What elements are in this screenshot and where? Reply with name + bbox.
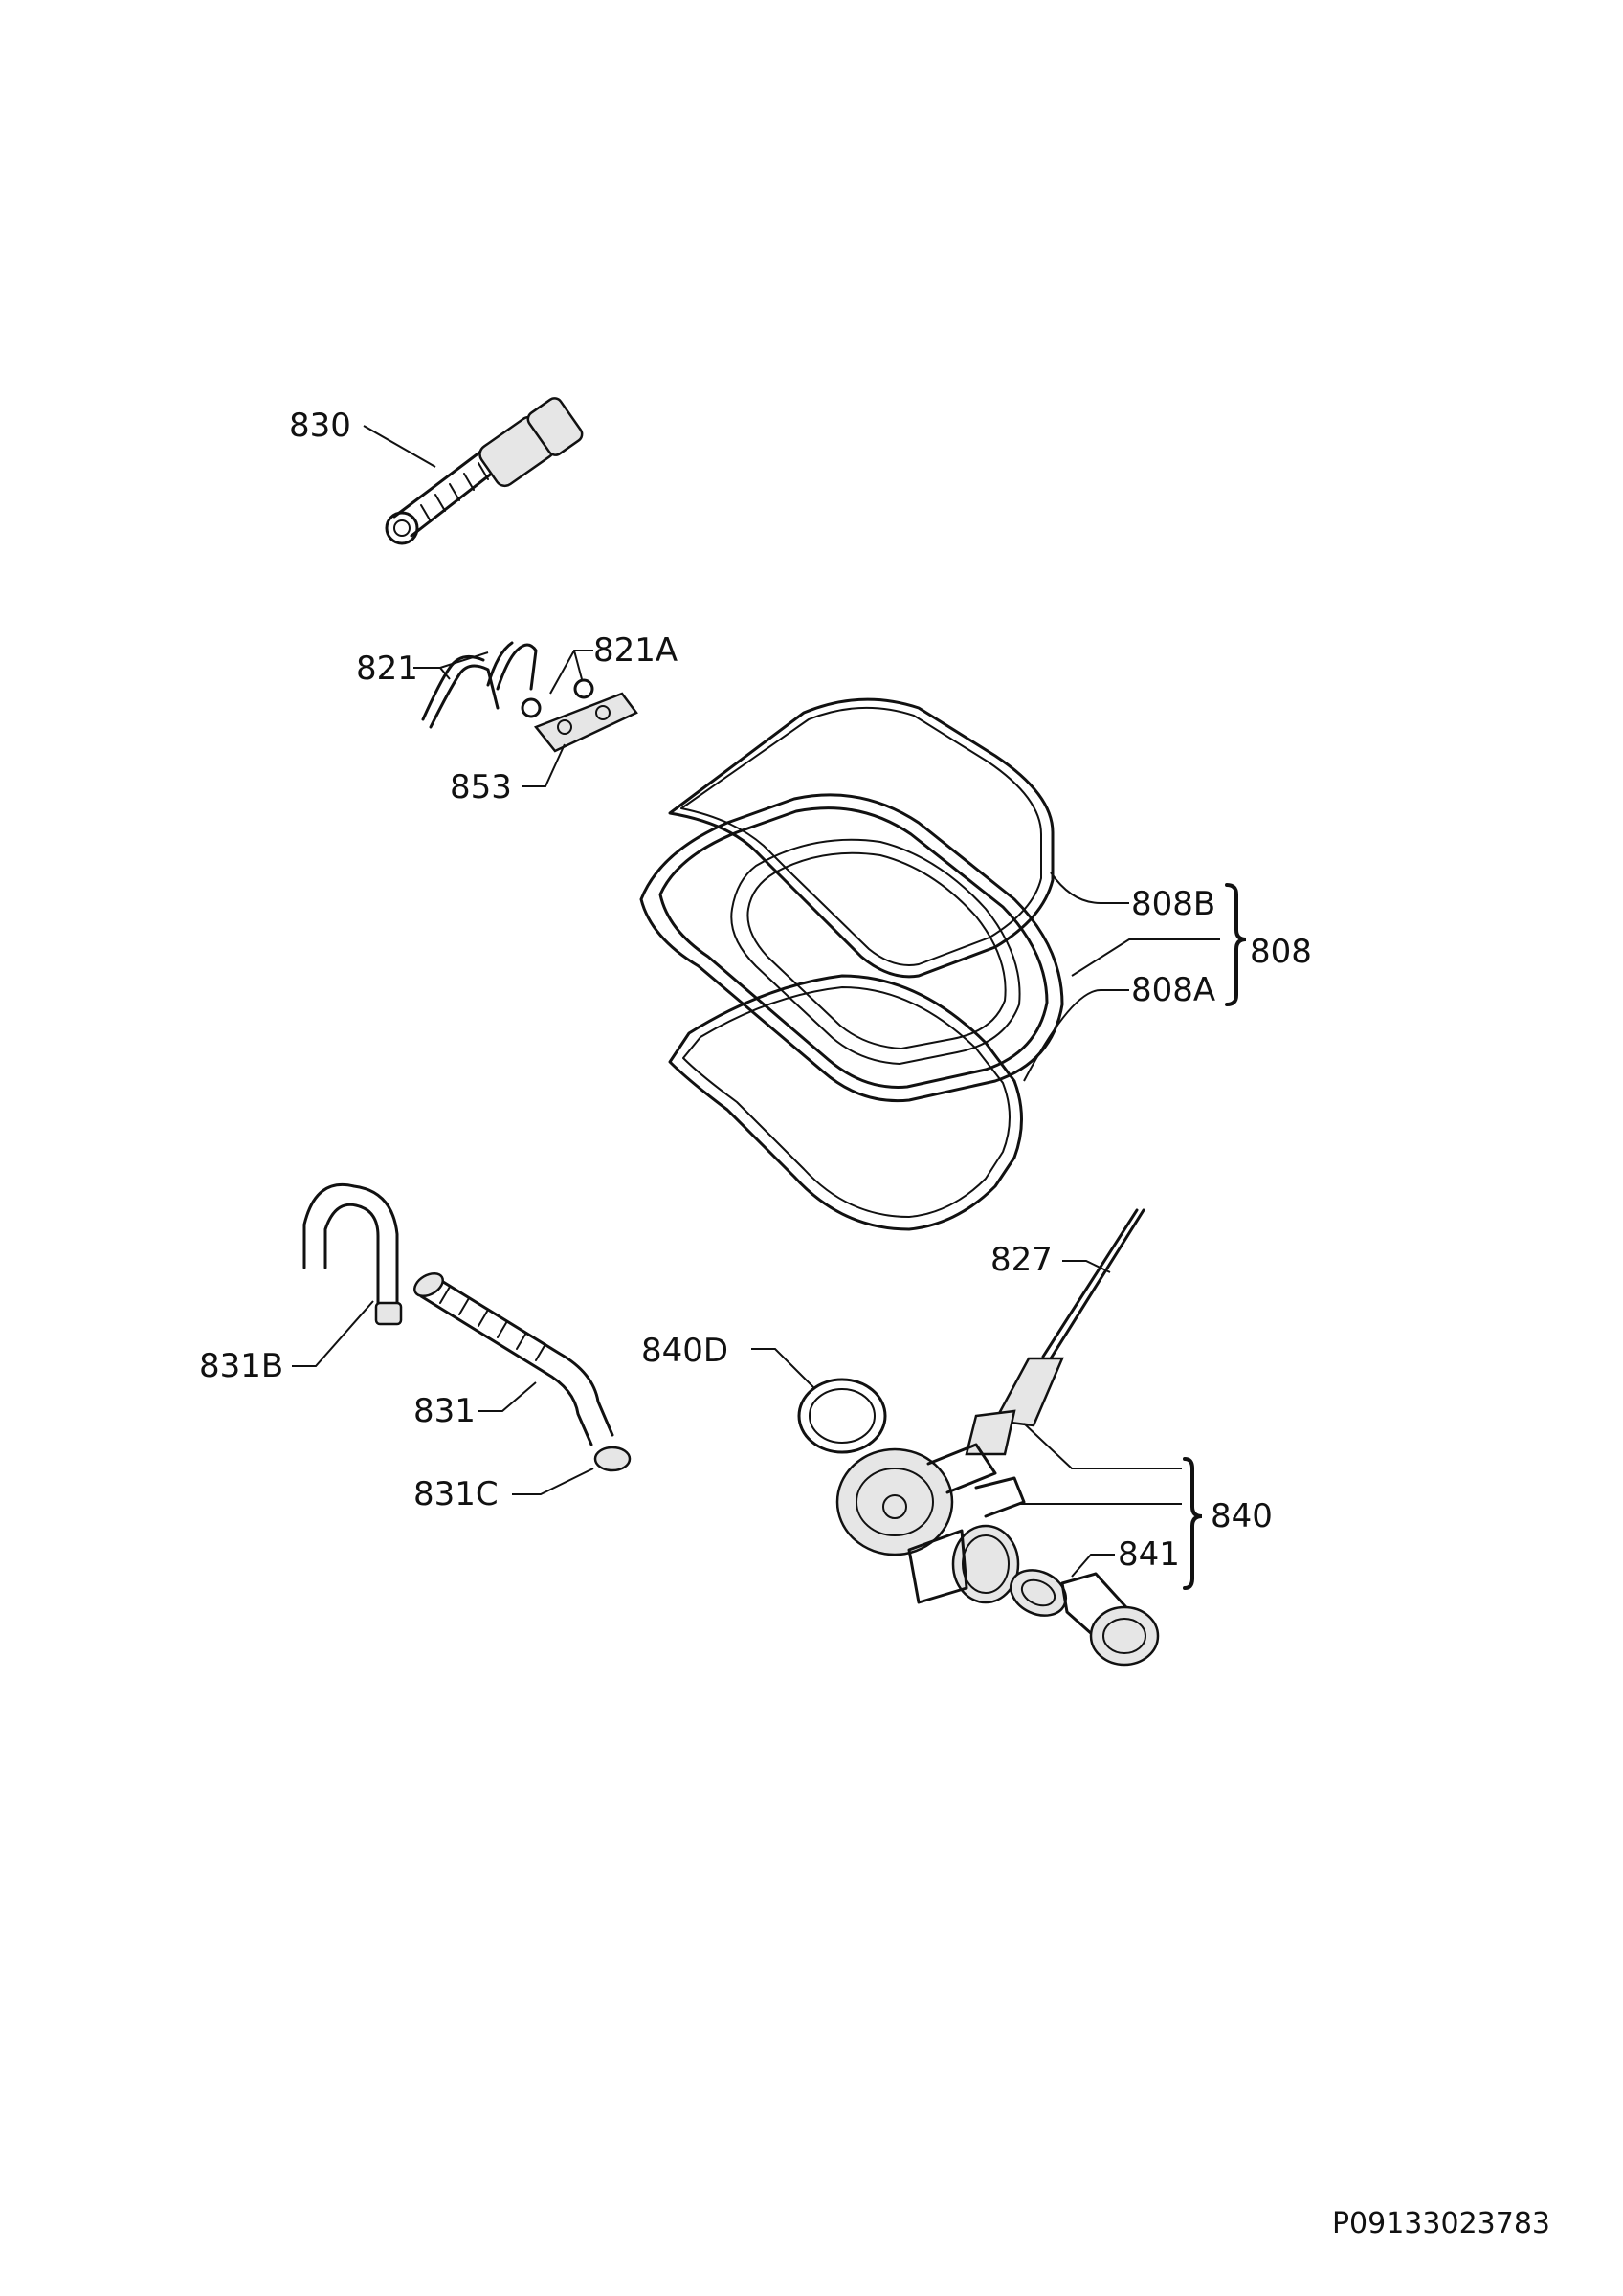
label-840: 840: [1211, 1497, 1273, 1535]
leader-831c: [512, 1468, 594, 1495]
label-831b: 831B: [199, 1347, 284, 1385]
part-853-bracket: [533, 692, 638, 753]
leader-841: [1071, 1554, 1115, 1578]
label-821a: 821A: [593, 631, 678, 670]
part-841-filter: [1010, 1569, 1160, 1667]
part-831c-clamp: [593, 1446, 632, 1472]
leader-840d: [751, 1348, 814, 1388]
part-840-drain-pump: [835, 1443, 1026, 1604]
leader-840-top: [1023, 1423, 1182, 1469]
leader-831: [478, 1381, 537, 1412]
part-808-door-frame: [639, 793, 1064, 1103]
leader-808a: [1023, 989, 1129, 1082]
label-853: 853: [450, 768, 512, 806]
label-830: 830: [289, 407, 351, 445]
part-831b-hose-guide: [302, 1182, 403, 1326]
document-code: P09133023783: [1331, 2207, 1550, 2241]
leader-821: [413, 651, 489, 680]
part-840d-seal-ring: [797, 1378, 887, 1454]
part-827-pressure-hose: [965, 1208, 1145, 1456]
leader-831b: [292, 1300, 374, 1367]
label-840d: 840D: [641, 1332, 729, 1370]
label-808: 808: [1250, 933, 1312, 971]
label-808b: 808B: [1131, 885, 1216, 923]
leader-808: [1071, 938, 1220, 977]
part-830-inlet-hose: [385, 397, 584, 545]
brace-808: [1225, 883, 1247, 1006]
leader-827: [1062, 1260, 1111, 1273]
brace-840: [1183, 1457, 1203, 1590]
label-841: 841: [1118, 1535, 1180, 1574]
label-827: 827: [990, 1241, 1053, 1279]
leader-853: [522, 743, 566, 787]
label-831: 831: [413, 1392, 476, 1430]
part-808b-upper-ring: [668, 697, 1055, 979]
part-831-drain-hose: [413, 1271, 614, 1446]
label-808a: 808A: [1131, 971, 1216, 1009]
leader-830: [363, 425, 436, 468]
part-808a-lower-ring: [668, 974, 1023, 1231]
leader-821a: [549, 650, 593, 695]
part-821a-clip: [521, 678, 594, 718]
leader-808b: [1050, 872, 1129, 904]
label-831c: 831C: [413, 1475, 499, 1513]
label-821: 821: [356, 650, 418, 688]
